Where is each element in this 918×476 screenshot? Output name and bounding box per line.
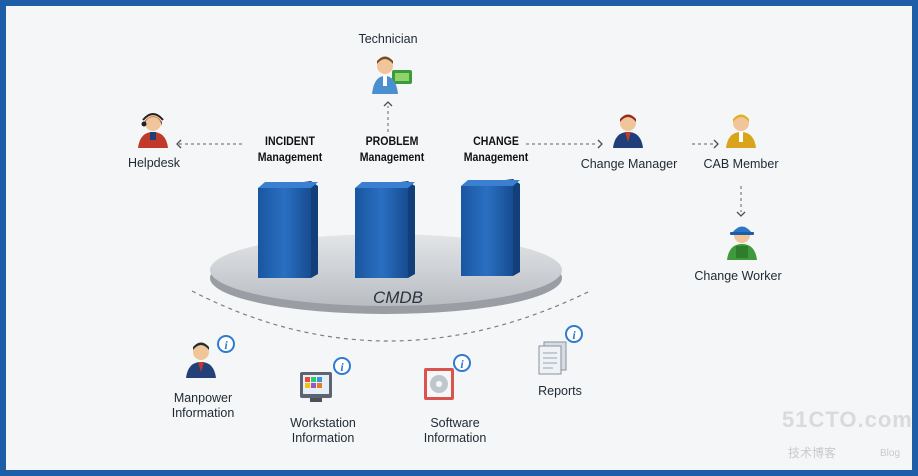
info-icon: i [340, 360, 344, 374]
arrow-technician [383, 101, 393, 107]
cab-member-label: CAB Member [703, 157, 779, 171]
info-arc [191, 290, 591, 342]
diagram-graphics [176, 101, 746, 342]
arrow-helpdesk [176, 139, 182, 149]
arrow-change-manager [597, 139, 603, 149]
change-worker-label: Change Worker [694, 269, 782, 283]
watermark-chinese: 技术博客 [788, 446, 837, 460]
problem-pillar [355, 181, 415, 278]
change-manager-label: Change Manager [580, 157, 678, 171]
info-icon: i [460, 357, 464, 371]
reports-label: Reports [538, 384, 582, 398]
arrow-cab-member [713, 139, 719, 149]
technician-label: Technician [358, 32, 418, 46]
info-icon: i [572, 328, 576, 342]
incident-pillar [258, 181, 318, 278]
arrow-change-worker [736, 211, 746, 217]
watermark-site: 51CTO.com [782, 407, 912, 432]
cmdb-label: CMDB [372, 288, 424, 307]
change-pillar [461, 179, 520, 276]
helpdesk-label: Helpdesk [127, 156, 181, 170]
watermark-blog: Blog [880, 448, 901, 459]
info-icon: i [224, 338, 228, 352]
